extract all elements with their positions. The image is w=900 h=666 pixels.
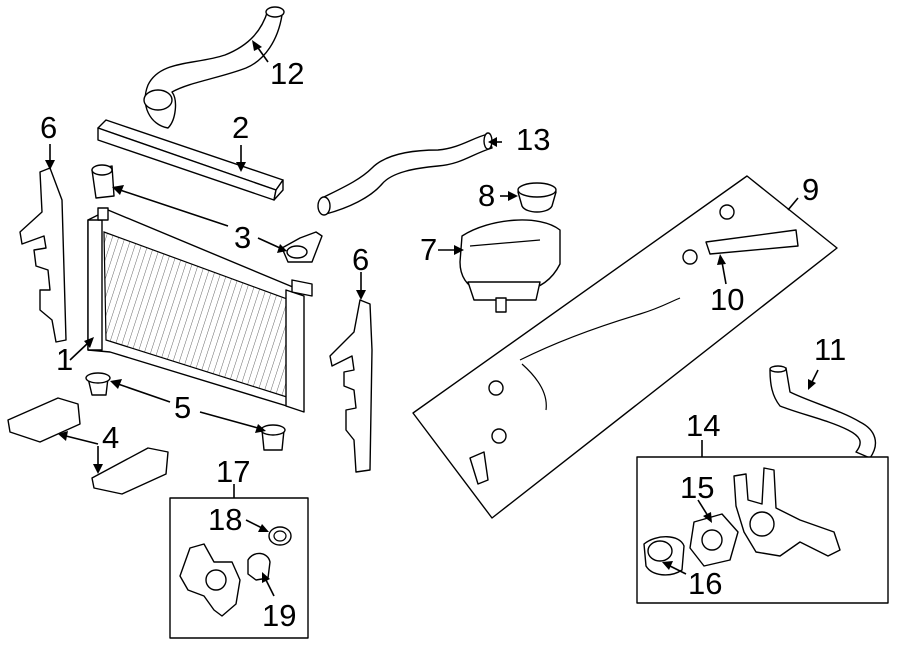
air-baffle xyxy=(97,119,284,201)
callout-10: 10 xyxy=(710,282,745,317)
side-deflector-right xyxy=(329,299,373,473)
callout-6-left: 6 xyxy=(40,110,58,145)
callout-17: 17 xyxy=(216,454,251,489)
callout-18: 18 xyxy=(208,502,243,537)
bypass-hose xyxy=(769,365,877,459)
water-outlet-box xyxy=(169,497,309,639)
callout-6-right: 6 xyxy=(352,242,370,277)
callout-3: 3 xyxy=(234,220,252,255)
callout-19: 19 xyxy=(262,598,297,633)
upper-radiator-hose xyxy=(143,6,285,129)
callout-7: 7 xyxy=(420,232,438,267)
outlet-hose xyxy=(317,132,493,216)
hose-kit-box xyxy=(412,175,838,519)
lower-insulators xyxy=(85,372,286,451)
leader-lines xyxy=(45,40,819,597)
callout-16: 16 xyxy=(688,566,723,601)
side-deflector-left xyxy=(19,167,67,343)
callout-2: 2 xyxy=(232,110,250,145)
callout-11: 11 xyxy=(814,332,847,367)
reservoir-cap xyxy=(517,182,557,213)
callout-12: 12 xyxy=(270,56,305,91)
callout-1: 1 xyxy=(56,342,74,377)
callout-8: 8 xyxy=(478,178,496,213)
callout-13: 13 xyxy=(516,122,551,157)
callout-15: 15 xyxy=(680,470,715,505)
coolant-reservoir xyxy=(459,219,561,313)
callout-4: 4 xyxy=(102,420,120,455)
radiator xyxy=(87,207,313,413)
thermostat-housing-box xyxy=(636,456,889,604)
callout-14: 14 xyxy=(686,408,721,443)
callout-9: 9 xyxy=(802,172,820,207)
lower-brackets xyxy=(7,397,169,495)
callout-5: 5 xyxy=(174,390,192,425)
mount-brackets xyxy=(91,164,323,263)
